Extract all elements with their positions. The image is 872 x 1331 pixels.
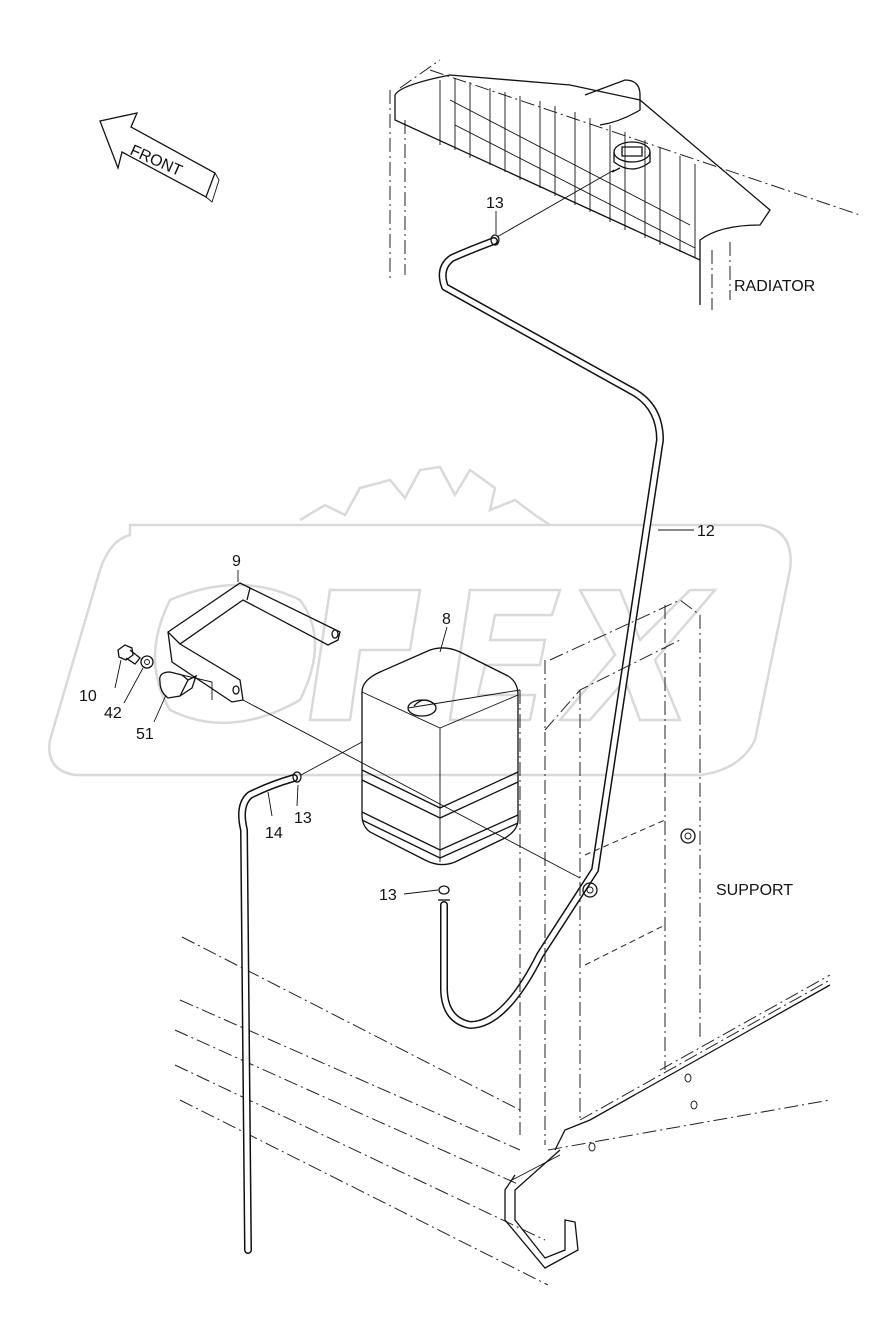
callout-hose-lower-clamp: 13 — [294, 810, 312, 827]
front-arrow-icon: FRONT — [99, 112, 220, 203]
callout-washer: 42 — [104, 705, 122, 722]
front-arrow-label: FRONT — [127, 142, 184, 180]
callout-bolt: 10 — [79, 688, 97, 705]
watermark-logo — [48, 465, 792, 777]
bolt — [117, 644, 141, 665]
reserve-tank — [361, 647, 521, 901]
callout-bracket: 9 — [232, 553, 241, 570]
radiator-label: RADIATOR — [734, 278, 815, 295]
callout-drain-hose: 14 — [265, 825, 283, 842]
callout-hose-upper-clamp: 13 — [486, 195, 504, 212]
clip — [159, 671, 213, 700]
overflow-hose — [438, 234, 664, 1029]
radiator — [389, 59, 861, 310]
support-frame — [174, 599, 831, 1286]
washer — [140, 655, 154, 669]
callout-tank-outlet-clamp: 13 — [379, 887, 397, 904]
drain-hose — [238, 741, 363, 1254]
callout-overflow-hose: 12 — [697, 523, 715, 540]
callout-clip: 51 — [136, 726, 154, 743]
bracket — [167, 582, 581, 879]
support-label: SUPPORT — [716, 882, 793, 899]
callout-tank: 8 — [442, 611, 451, 628]
